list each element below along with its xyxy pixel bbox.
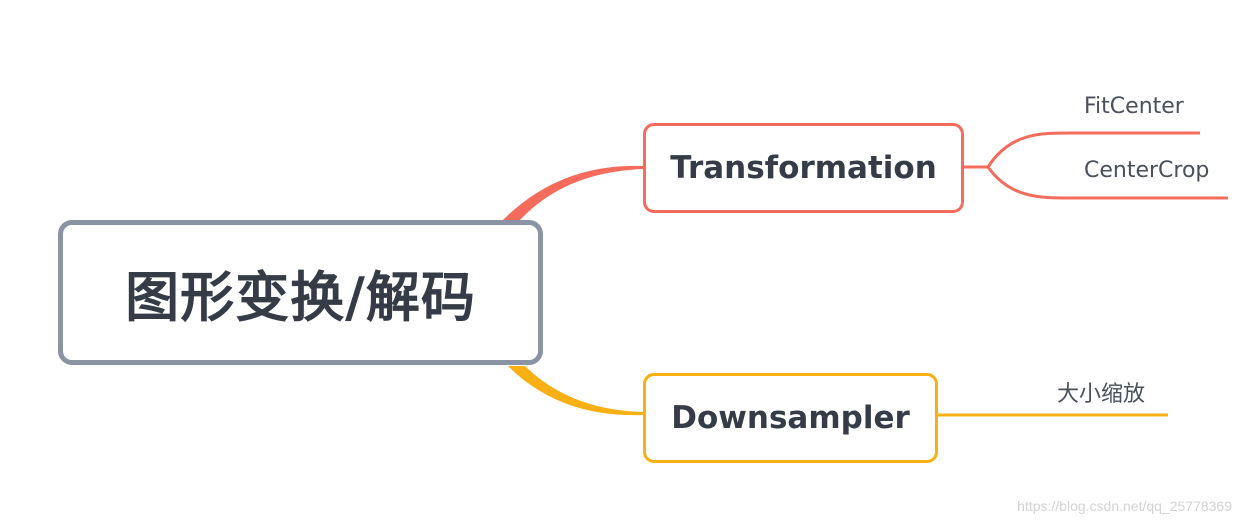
root-node: 图形变换/解码: [58, 220, 543, 365]
branch-transformation-label: Transformation: [670, 150, 937, 186]
leaf-resize: 大小缩放: [1057, 382, 1146, 407]
links-transformation-leaves: [964, 131, 1228, 200]
branch-transformation: Transformation: [643, 123, 964, 213]
watermark: https://blog.csdn.net/qq_25778369: [1017, 498, 1232, 514]
link-root-transformation: [503, 165, 643, 220]
root-label: 图形变换/解码: [125, 266, 476, 329]
leaf-fitcenter: FitCenter: [1084, 94, 1184, 119]
branch-downsampler-label: Downsampler: [671, 400, 910, 436]
link-root-downsampler: [508, 366, 643, 416]
leaf-centercrop: CenterCrop: [1084, 158, 1210, 183]
branch-downsampler: Downsampler: [643, 373, 938, 463]
